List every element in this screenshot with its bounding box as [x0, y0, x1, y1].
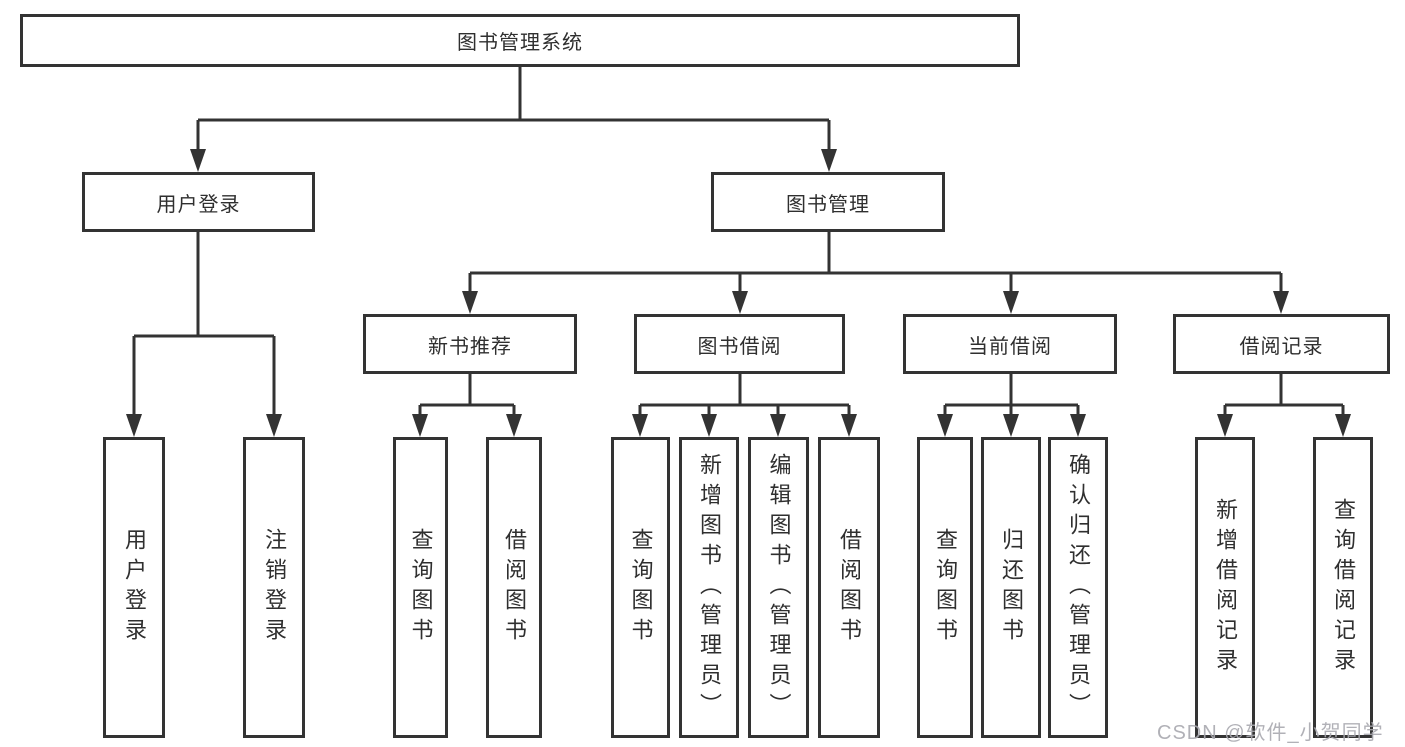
arrowheads — [126, 149, 1351, 437]
leaf-add-book-admin: 新增图书（管理员） — [679, 437, 739, 738]
node-new-book-recommend: 新书推荐 — [363, 314, 577, 374]
node-book-borrow: 图书借阅 — [634, 314, 845, 374]
leaf-query-borrow-record: 查询借阅记录 — [1313, 437, 1373, 738]
leaf-logout-login: 注销登录 — [243, 437, 305, 738]
node-borrow-records: 借阅记录 — [1173, 314, 1390, 374]
leaf-borrow-books-recommend: 借阅图书 — [486, 437, 542, 738]
leaf-edit-book-admin: 编辑图书（管理员） — [748, 437, 809, 738]
leaf-query-books-current: 查询图书 — [917, 437, 973, 738]
leaf-add-borrow-record: 新增借阅记录 — [1195, 437, 1255, 738]
leaf-confirm-return-admin: 确认归还（管理员） — [1048, 437, 1108, 738]
leaf-borrow-books: 借阅图书 — [818, 437, 880, 738]
leaf-return-books: 归还图书 — [981, 437, 1041, 738]
node-book-management: 图书管理 — [711, 172, 945, 232]
node-current-borrow: 当前借阅 — [903, 314, 1117, 374]
node-root-system: 图书管理系统 — [20, 14, 1020, 67]
leaf-user-login: 用户登录 — [103, 437, 165, 738]
leaf-query-books-borrow: 查询图书 — [611, 437, 670, 738]
node-user-login: 用户登录 — [82, 172, 315, 232]
csdn-watermark: CSDN @软件_小贺同学 — [1157, 722, 1384, 744]
leaf-query-books-recommend: 查询图书 — [393, 437, 448, 738]
